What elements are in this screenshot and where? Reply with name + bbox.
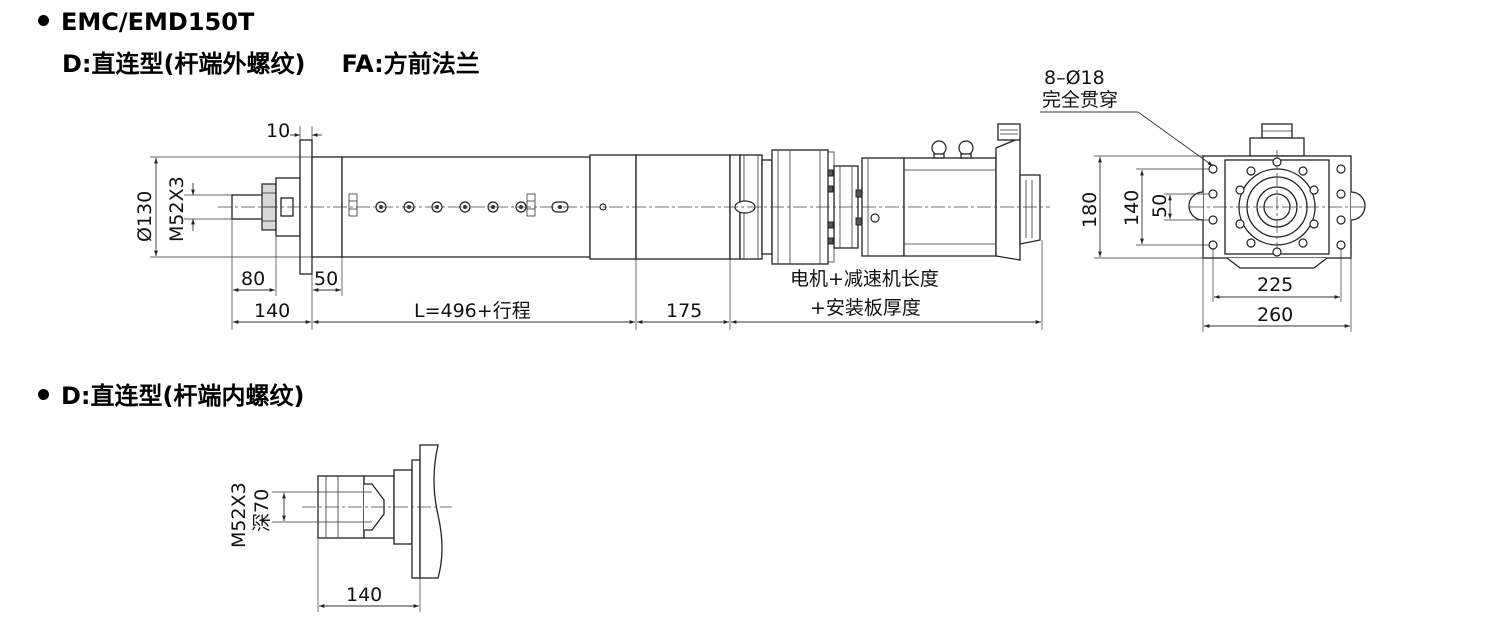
variant-fa-label: FA:方前法兰 <box>341 50 480 78</box>
detail-view-dimensions: M52X3 深70 140 <box>228 482 421 612</box>
model-heading: EMC/EMD150T <box>38 8 254 36</box>
holes-note-line2: 完全贯穿 <box>1042 89 1118 111</box>
motor-connector <box>995 137 1021 261</box>
flange-plate <box>411 459 421 579</box>
cable-connector <box>997 123 1021 141</box>
variant-d-label: D:直连型(杆端外螺纹) <box>62 50 306 78</box>
internal-thread-rod-view <box>302 444 452 579</box>
encoder-cap <box>1019 174 1041 245</box>
variant-heading: D:直连型(杆端外螺纹) FA:方前法兰 <box>62 50 480 78</box>
model-title: EMC/EMD150T <box>61 8 255 36</box>
end-dim-260-label: 260 <box>1257 304 1293 326</box>
motor-note-line1: 电机+减速机长度 <box>790 268 939 290</box>
end-dim-50-label: 50 <box>1149 194 1171 218</box>
end-dim-140-label: 140 <box>1121 190 1143 226</box>
detail-m52x3-label: M52X3 <box>228 482 250 548</box>
dim-dia130-label: Ø130 <box>134 191 156 242</box>
bullet-icon <box>38 14 49 26</box>
variant-d2-label: D:直连型(杆端内螺纹) <box>61 382 305 410</box>
motor-note-line2: +安装板厚度 <box>810 297 921 319</box>
reducer-bolts <box>827 169 834 245</box>
side-view-dimensions: 10 Ø130 M52X3 80 50 140 L=496+行程 175 <box>134 120 1043 330</box>
dim-stroke-label: L=496+行程 <box>414 300 531 322</box>
dim-140-label: 140 <box>254 300 290 322</box>
actuator-side-view <box>218 123 1050 275</box>
detail-140-label: 140 <box>346 584 382 606</box>
flange-end-view <box>1188 123 1366 269</box>
dim-80-label: 80 <box>241 268 265 290</box>
dim-m52x3-label: M52X3 <box>166 176 188 242</box>
lifting-eye <box>958 140 974 156</box>
end-dim-225-label: 225 <box>1257 274 1293 296</box>
bullet-icon <box>38 388 49 400</box>
variant-d2-heading: D:直连型(杆端内螺纹) <box>38 382 304 410</box>
lifting-eye <box>931 140 947 156</box>
end-view-dimensions: 8–Ø18 完全贯穿 180 140 50 225 260 <box>1040 67 1352 332</box>
through-holes <box>1208 157 1346 257</box>
holes-note-line1: 8–Ø18 <box>1044 67 1105 89</box>
end-dim-180-label: 180 <box>1079 192 1101 228</box>
dim-175-label: 175 <box>666 300 702 322</box>
break-section <box>419 444 443 579</box>
dim-50-label: 50 <box>314 268 338 290</box>
dim-10-label: 10 <box>266 120 290 142</box>
detail-depth-label: 深70 <box>251 489 273 532</box>
